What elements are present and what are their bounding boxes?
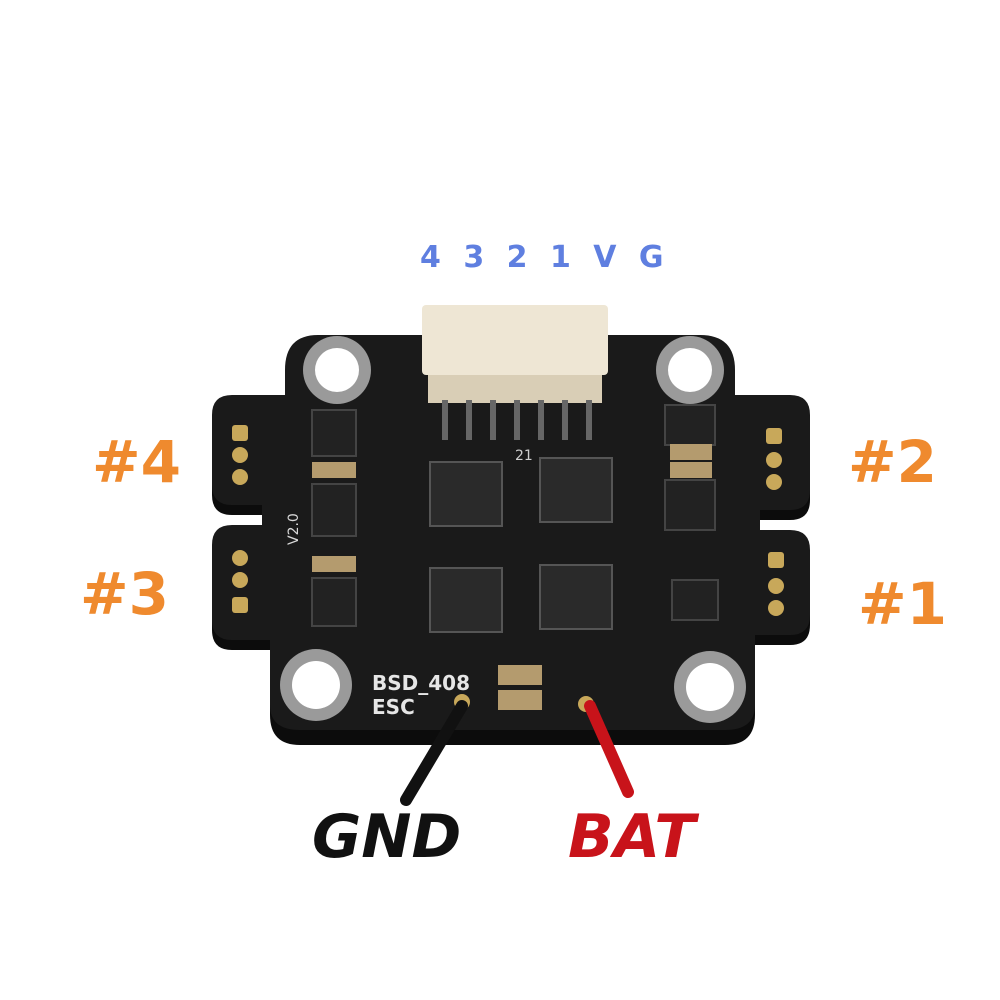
mounting-hole-top-right [656,336,724,404]
silk-model: BSD_408 [372,671,470,695]
silk-pins: 21 [515,448,533,464]
mosfets [311,404,719,627]
capacitors [312,444,712,710]
silk-version: V2.0 [286,513,302,545]
motor-pads-1 [768,552,784,616]
mounting-hole-top-left [303,336,371,404]
silk-type: ESC [372,695,415,719]
gnd-label: GND [312,802,462,872]
bat-label: BAT [568,802,696,872]
signal-connector [422,305,608,440]
motor-3-label: #3 [80,560,169,628]
mounting-hole-bottom-left [280,649,352,721]
motor-pads-3 [232,550,248,613]
mounting-hole-bottom-right [674,651,746,723]
motor-1-label: #1 [858,570,947,638]
pinout-label: 4 3 2 1 V G [420,240,670,275]
motor-pads-4 [232,425,248,485]
motor-4-label: #4 [92,428,181,496]
driver-chips [429,457,613,633]
bat-wire [584,700,634,798]
pcb-board [212,335,810,745]
gnd-wire [400,700,468,806]
motor-2-label: #2 [848,428,937,496]
motor-pads-2 [766,428,782,490]
